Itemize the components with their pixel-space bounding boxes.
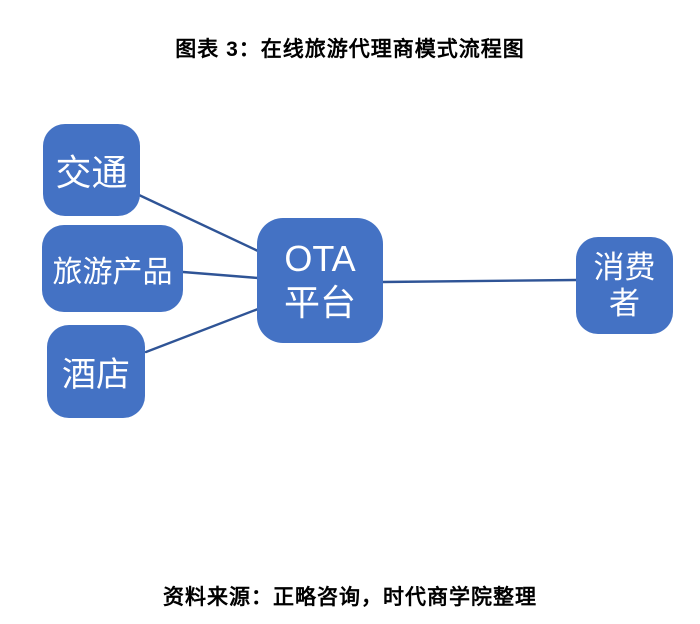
- edge-hotel-to-ota: [144, 307, 260, 354]
- source-note: 资料来源：正略咨询，时代商学院整理: [163, 586, 537, 609]
- node-travel-products-label: 旅游产品: [52, 255, 173, 289]
- node-ota-platform-label-line2: 平台: [283, 281, 356, 323]
- node-transport-label: 交通: [55, 152, 128, 193]
- node-consumer: 消费 者: [576, 237, 673, 334]
- edge-transport-to-ota: [137, 193, 260, 253]
- node-travel-products: 旅游产品: [42, 225, 183, 312]
- edge-travel-products-to-ota: [181, 270, 260, 280]
- node-hotel-label: 酒店: [62, 356, 130, 394]
- node-hotel: 酒店: [47, 325, 145, 418]
- edge-ota-to-consumer: [380, 278, 578, 284]
- node-transport: 交通: [43, 124, 140, 216]
- node-ota-platform-label-line1: OTA: [284, 238, 356, 280]
- node-ota-platform: OTA 平台: [257, 218, 383, 343]
- node-consumer-label-line1: 消费: [593, 249, 656, 285]
- node-consumer-label-line2: 者: [609, 285, 640, 321]
- figure-title: 图表 3：在线旅游代理商模式流程图: [175, 38, 525, 61]
